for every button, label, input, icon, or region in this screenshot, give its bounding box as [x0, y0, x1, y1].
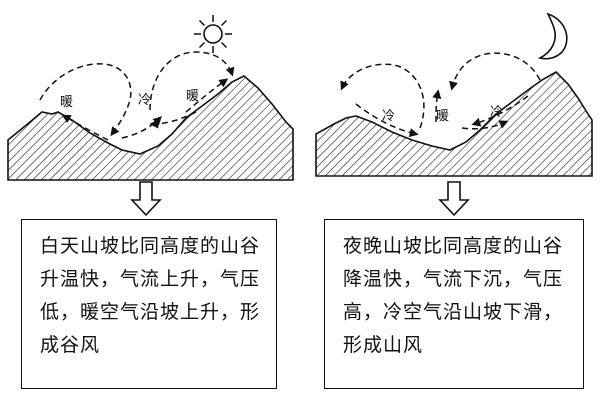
- night-label-warm-middle: 暖: [436, 109, 449, 124]
- night-flow-slope-down: [471, 95, 529, 127]
- day-down-arrow-icon: [130, 181, 162, 217]
- day-terrain: [7, 75, 294, 181]
- night-flow-center-up: [432, 89, 442, 123]
- sun-icon: [194, 15, 232, 53]
- day-label-cold-middle: 冷: [138, 93, 151, 108]
- day-flow-slope-up: [121, 116, 162, 139]
- day-flow-left-bottom: [61, 114, 109, 141]
- day-flow-right-loop: [149, 51, 235, 111]
- day-label-warm-left: 暖: [60, 95, 73, 110]
- night-flow-left-bottom: [355, 103, 419, 138]
- night-label-cold-left: 冷: [382, 109, 395, 124]
- moon-icon: [537, 12, 568, 60]
- night-flow-right-bottom: [461, 120, 509, 130]
- night-flow-right-loop: [449, 52, 541, 91]
- night-panel: 冷 暖 冷: [315, 12, 593, 177]
- day-panel: 暖 冷 暖: [7, 15, 294, 181]
- night-description-box: 夜晚山坡比同高度的山谷降温快，气流下沉，气压高，冷空气沿山坡下滑，形成山风: [324, 219, 584, 389]
- night-label-cold-right: 冷: [490, 105, 503, 120]
- day-flow-up-slope: [185, 78, 229, 113]
- day-flow-left-loop: [39, 63, 132, 137]
- day-label-warm-right: 暖: [186, 89, 199, 104]
- night-flow-left-loop: [340, 63, 425, 129]
- night-down-arrow-icon: [438, 181, 470, 217]
- day-description-box: 白天山坡比同高度的山谷升温快，气流上升，气压低，暖空气沿坡上升，形成谷风: [21, 219, 277, 389]
- night-terrain: [315, 71, 593, 177]
